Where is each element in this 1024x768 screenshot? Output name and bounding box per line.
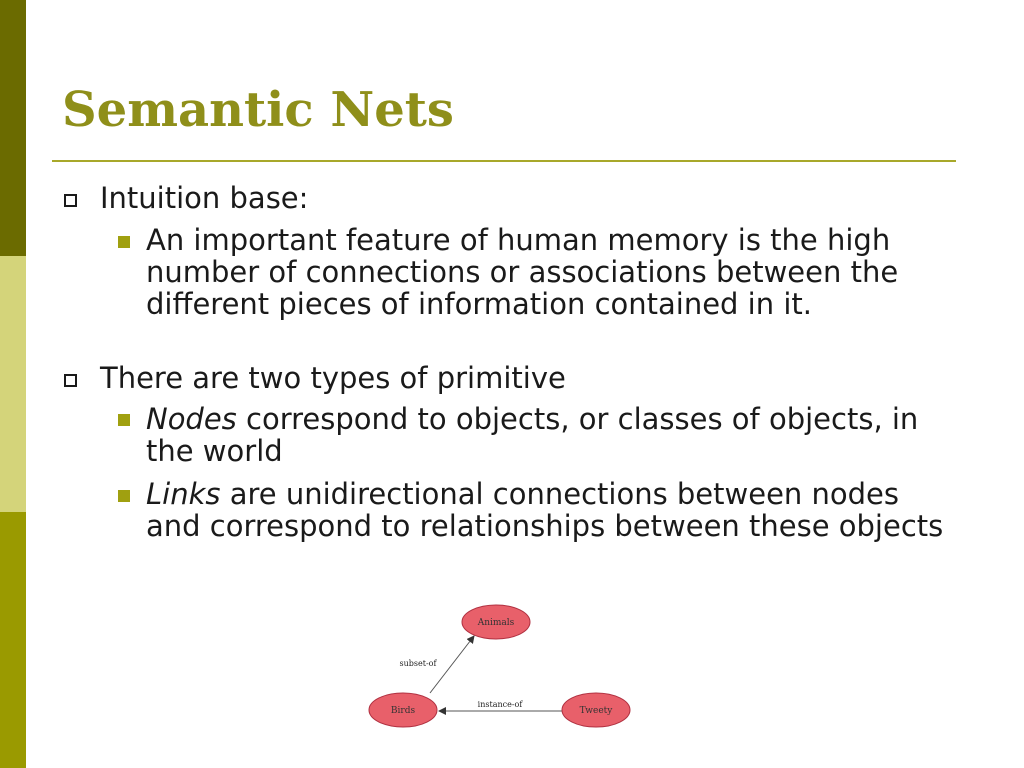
edge-subset-of — [429, 635, 475, 694]
edge-label-instance-of: instance-of — [478, 700, 524, 709]
node-animals — [461, 604, 531, 640]
title-divider — [52, 160, 956, 162]
node-tweety-label: Tweety — [580, 706, 614, 716]
node-tweety — [561, 692, 631, 728]
sidebar-band-mid — [0, 512, 26, 768]
node-birds-label: Birds — [391, 706, 416, 716]
sidebar-decoration — [0, 0, 26, 768]
sub-bullet-nodes: Nodes correspond to objects, or classes … — [146, 403, 946, 467]
bullet-primitive-types: There are two types of primitive — [100, 361, 566, 395]
slide-title: Semantic Nets — [62, 82, 454, 138]
term-links: Links — [146, 477, 221, 511]
links-description: are unidirectional connections between n… — [146, 477, 944, 543]
sidebar-band-light — [0, 256, 26, 512]
sub-bullet-memory-feature: An important feature of human memory is … — [146, 223, 899, 321]
hollow-square-bullet-icon — [64, 374, 77, 387]
nodes-description: correspond to objects, or classes of obj… — [146, 402, 919, 468]
hollow-square-bullet-icon — [64, 194, 77, 207]
square-bullet-icon — [118, 236, 130, 248]
term-nodes: Nodes — [146, 402, 237, 436]
sidebar-band-dark — [0, 0, 26, 256]
square-bullet-icon — [118, 414, 130, 426]
sub-bullet-links: Links are unidirectional connections bet… — [146, 478, 946, 542]
node-birds — [368, 692, 438, 728]
bullet-intuition-base: Intuition base: — [100, 181, 309, 215]
node-animals-label: Animals — [477, 618, 515, 628]
edge-label-subset-of: subset-of — [400, 659, 438, 668]
square-bullet-icon — [118, 490, 130, 502]
